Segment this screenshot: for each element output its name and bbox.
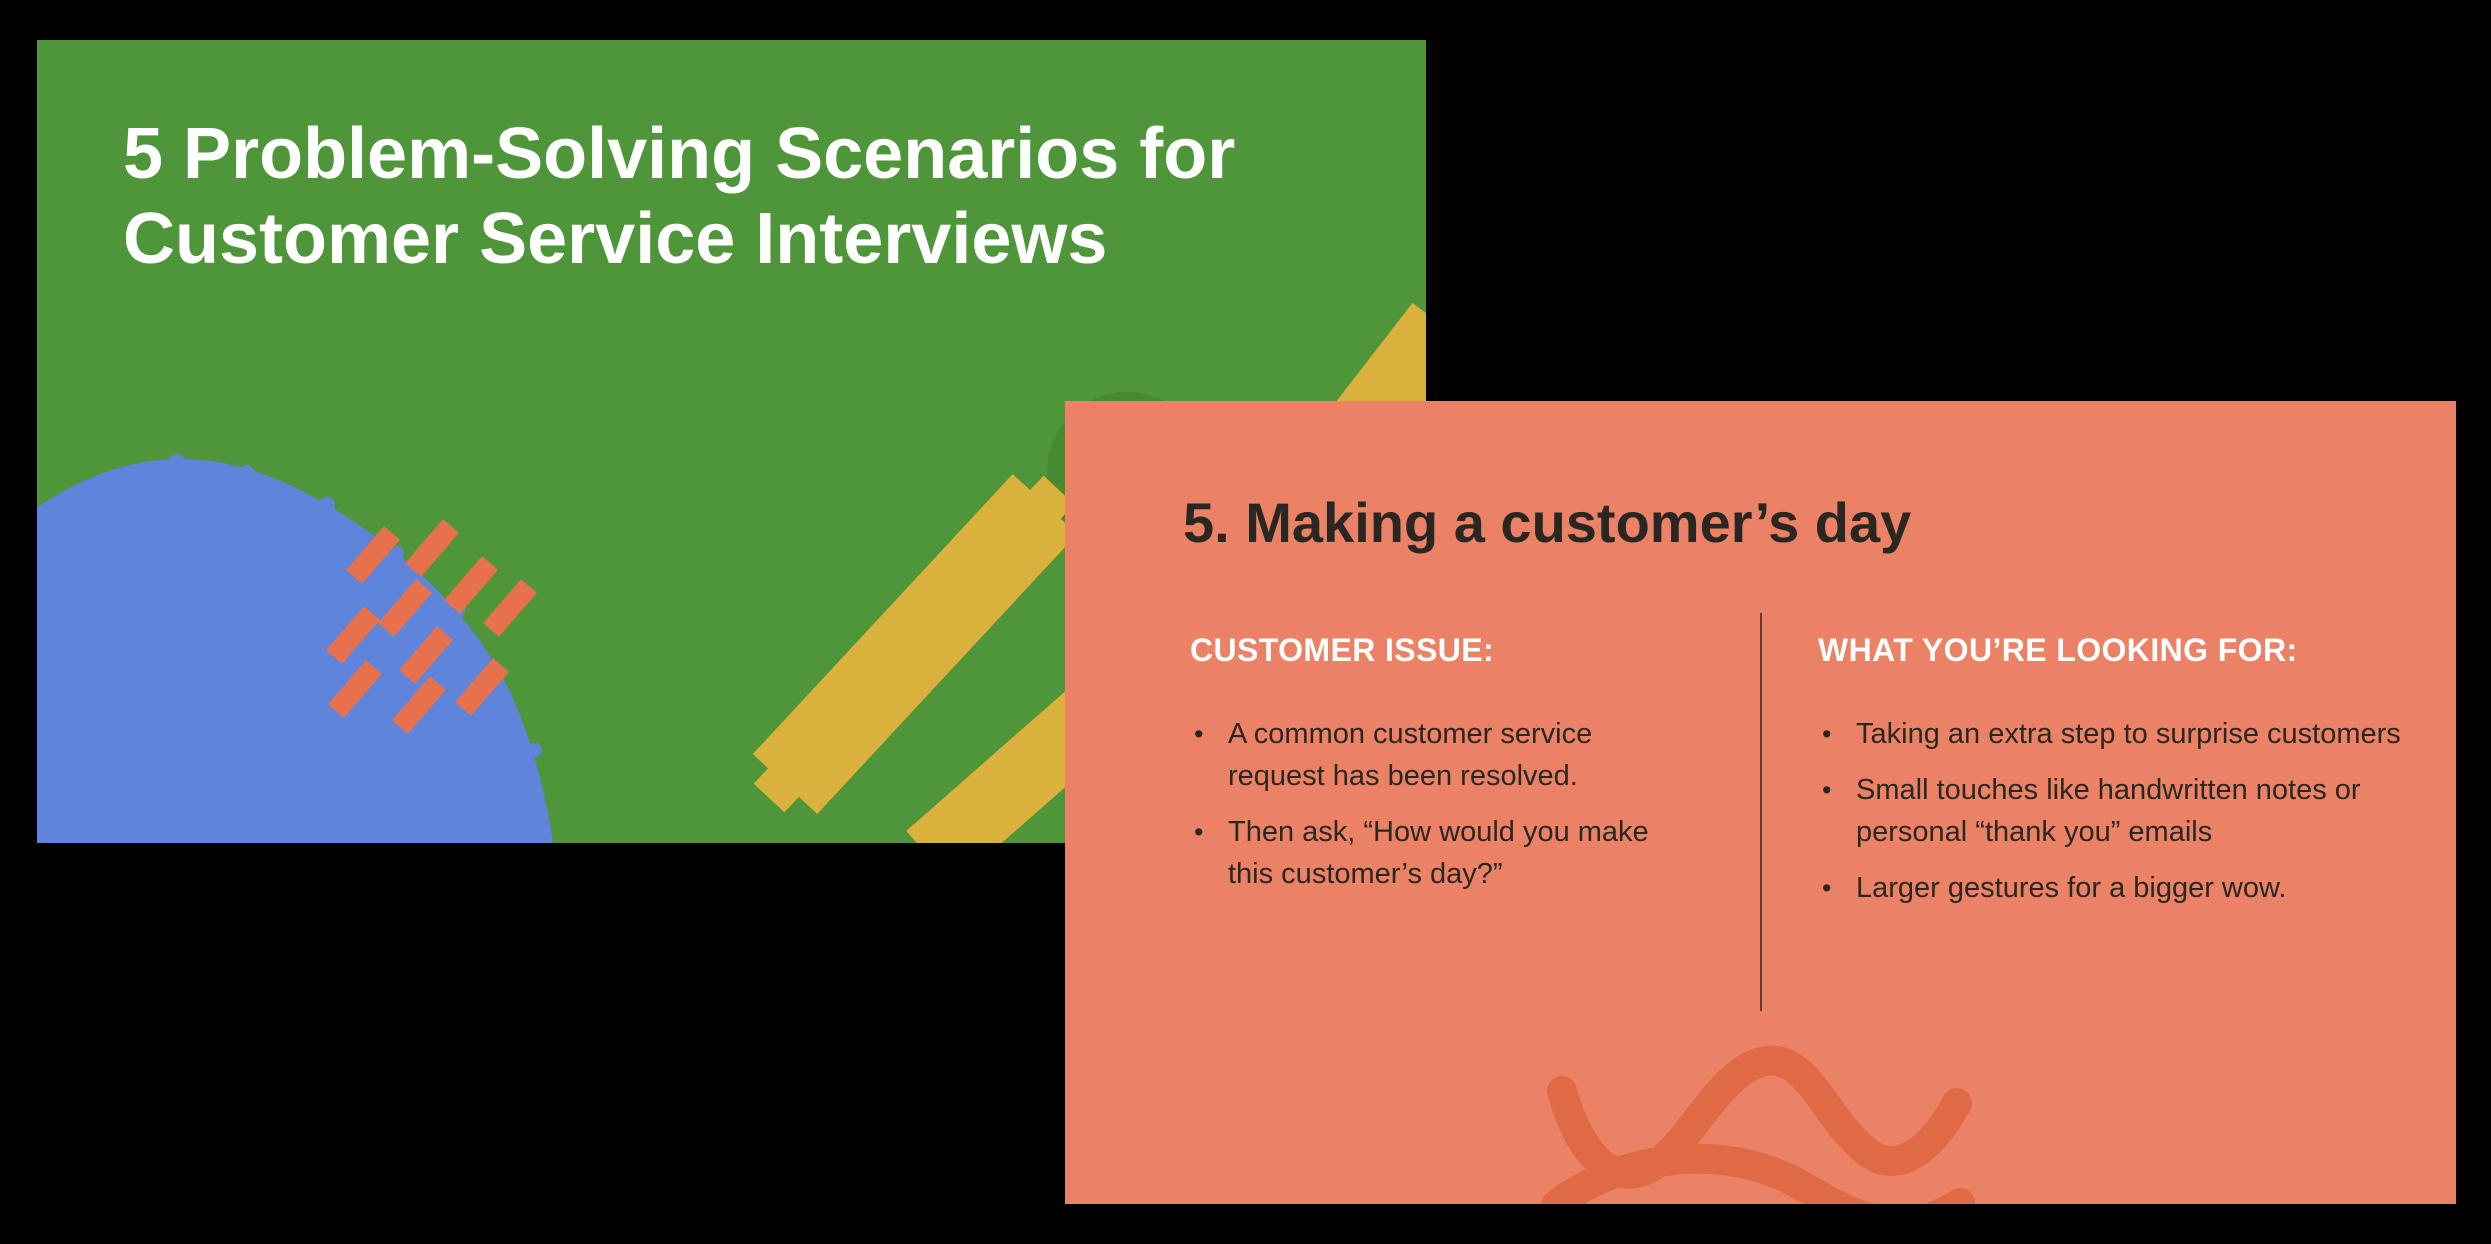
looking-for-list: Taking an extra step to surprise custome… [1818,713,2418,909]
bullet-text: Then ask, “How would you make this custo… [1228,816,1649,890]
wave-squiggle-top [1547,1045,1972,1189]
looking-for-heading: WHAT YOU’RE LOOKING FOR: [1818,632,2298,668]
bullet-text: Larger gestures for a bigger wow. [1856,872,2287,904]
orange-dashes-pattern [326,519,537,734]
customer-issue-list: A common customer service request has be… [1190,713,1710,895]
looking-for-column: WHAT YOU’RE LOOKING FOR: Taking an extra… [1818,631,2418,923]
list-item: Small touches like handwritten notes or … [1818,769,2401,853]
bullet-text: Taking an extra step to surprise custome… [1856,718,2401,750]
list-item: Then ask, “How would you make this custo… [1190,811,1678,895]
bullet-text: Small touches like handwritten notes or … [1856,774,2361,848]
blue-blob-shape [37,454,553,843]
customer-issue-heading: CUSTOMER ISSUE: [1190,632,1495,668]
wave-squiggle-bottom [1541,1143,1975,1204]
detail-slide: 5. Making a customer’s day CUSTOMER ISSU… [1065,401,2456,1204]
column-divider [1760,613,1762,1011]
list-item: A common customer service request has be… [1190,713,1678,797]
customer-issue-column: CUSTOMER ISSUE: A common customer servic… [1190,631,1710,909]
bullet-text: A common customer service request has be… [1228,718,1593,792]
list-item: Larger gestures for a bigger wow. [1818,867,2401,909]
presentation-title: 5 Problem-Solving Scenarios for Customer… [123,114,1236,279]
list-item: Taking an extra step to surprise custome… [1818,713,2401,755]
slide-heading: 5. Making a customer’s day [1183,491,1912,554]
yellow-brush-stroke-main [752,474,1078,814]
